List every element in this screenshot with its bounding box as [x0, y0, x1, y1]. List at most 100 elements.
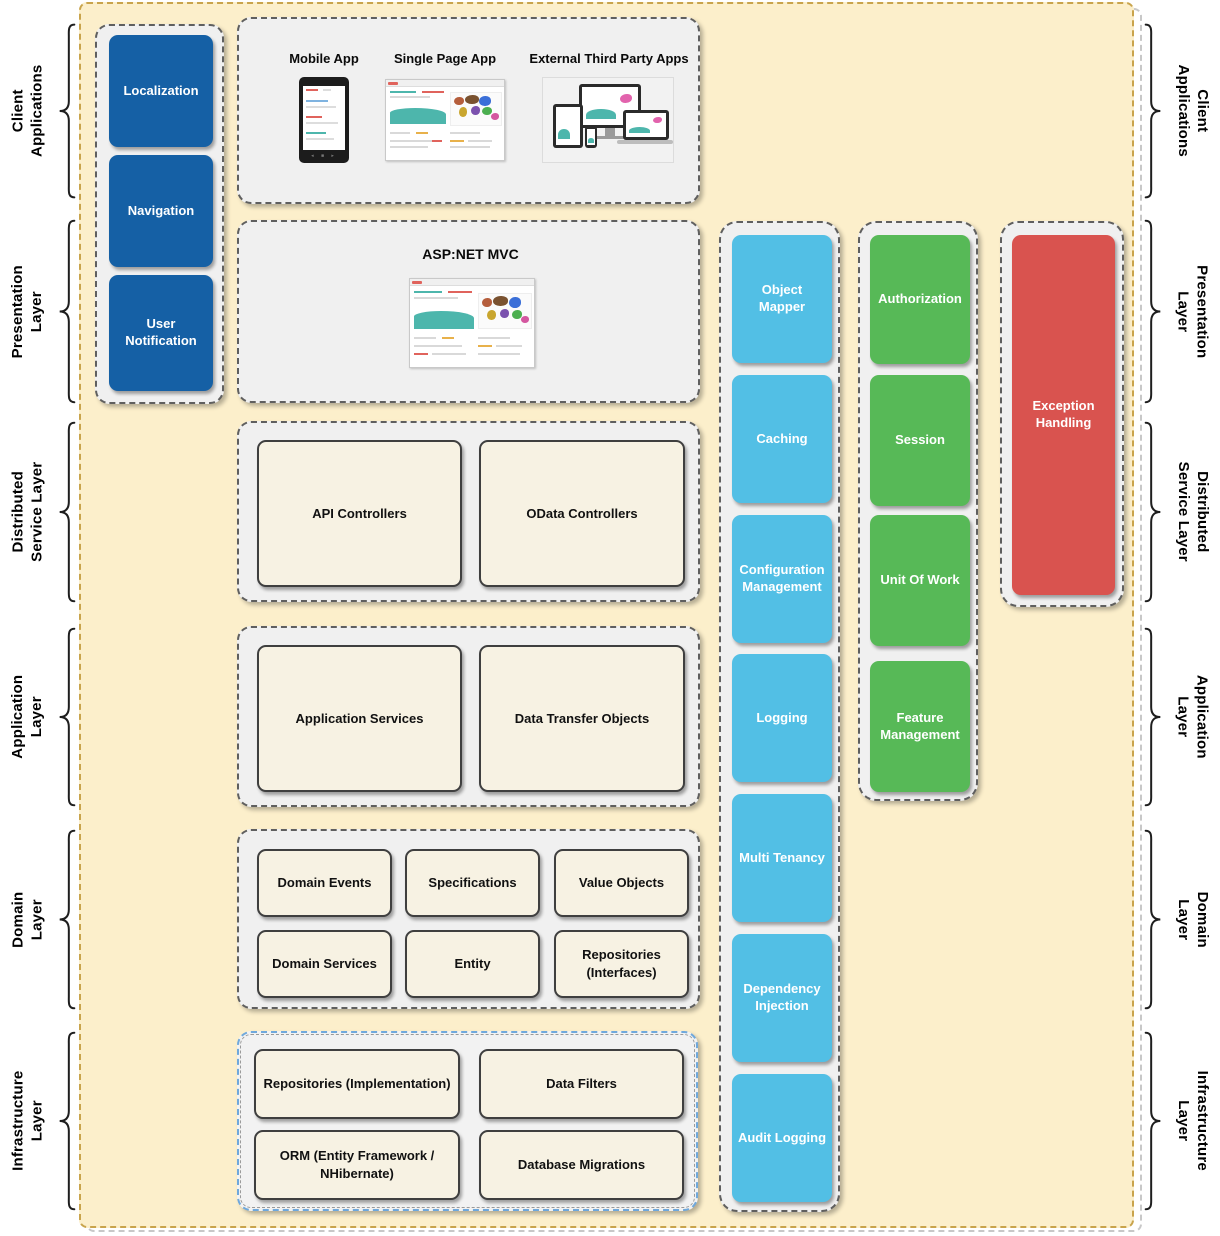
application-layer-panel: Application Services Data Transfer Objec…	[237, 626, 700, 807]
layer-label-line: Layer	[1175, 1100, 1193, 1142]
mobile-app-screenshot: ◂ ■ ▸	[299, 77, 349, 163]
box-object-mapper: Object Mapper	[732, 235, 832, 363]
left-brace-distributed-service-layer	[56, 420, 78, 604]
phone-nav-dots: ◂ ■ ▸	[311, 153, 337, 159]
layer-label-line: Service Layer	[1175, 461, 1192, 563]
box-api-controllers: API Controllers	[257, 440, 462, 587]
box-label: Audit Logging	[737, 1129, 827, 1145]
layer-label-line: Application	[9, 675, 27, 759]
box-label: OData Controllers	[526, 505, 638, 521]
box-logging: Logging	[732, 654, 832, 782]
left-brace-presentation-layer	[56, 218, 78, 405]
mobile-app-label: Mobile App	[289, 51, 359, 66]
box-label: Entity	[454, 956, 491, 972]
box-audit-logging: Audit Logging	[732, 1074, 832, 1202]
tablet	[553, 104, 583, 148]
layer-label-line: Distributed	[9, 471, 27, 553]
box-label: Data Filters	[546, 1076, 617, 1092]
layer-label-line: Service Layer	[28, 461, 45, 563]
box-label: Configuration Management	[739, 562, 825, 594]
box-label: Logging	[756, 709, 808, 725]
layer-label-line: Client	[9, 89, 27, 133]
box-authorization: Authorization	[870, 235, 970, 364]
browser-toolbar	[410, 279, 534, 286]
box-domain-events: Domain Events	[257, 849, 392, 917]
box-specifications: Specifications	[405, 849, 540, 917]
client-applications-panel: Mobile App Single Page App External Thir…	[237, 17, 700, 204]
left-brace-client-applications	[56, 22, 78, 200]
box-exception-handling: Exception Handling	[1012, 235, 1115, 595]
box-repositories-implementation: Repositories (Implementation)	[254, 1049, 460, 1119]
layer-label-line: Applications	[28, 64, 46, 158]
box-label: Specifications	[428, 875, 517, 891]
box-label: User Notification	[125, 316, 197, 348]
layer-label-line: Layer	[1175, 696, 1192, 738]
external-apps-label: External Third Party Apps	[529, 51, 689, 66]
area-chart	[414, 311, 474, 329]
external-apps-screenshot	[542, 77, 674, 163]
laptop	[623, 110, 669, 140]
layer-label-line: Applications	[1175, 64, 1193, 158]
box-domain-services: Domain Services	[257, 930, 392, 998]
single-page-app-screenshot	[385, 79, 505, 161]
box-repositories-interfaces: Repositories (Interfaces)	[554, 930, 689, 998]
box-label: API Controllers	[312, 505, 407, 521]
right-brace-domain-layer	[1142, 828, 1164, 1011]
browser-toolbar	[386, 80, 504, 87]
cross-cutting-panel: Object Mapper Caching Configuration Mana…	[719, 221, 840, 1212]
right-brace-application-layer	[1142, 626, 1164, 808]
aspnet-mvc-title: ASP:NET MVC	[422, 246, 519, 262]
box-session: Session	[870, 375, 970, 506]
box-caching: Caching	[732, 375, 832, 503]
layer-label-line: Application	[1193, 675, 1211, 759]
box-label: Caching	[756, 430, 808, 446]
box-configuration-management: Configuration Management	[732, 515, 832, 643]
box-label: Object Mapper	[758, 282, 806, 314]
box-label: Application Services	[295, 710, 424, 726]
world-map	[478, 293, 532, 329]
layer-label-line: Layer	[28, 898, 45, 941]
box-localization: Localization	[109, 35, 213, 147]
box-application-services: Application Services	[257, 645, 462, 792]
box-unit-of-work: Unit Of Work	[870, 515, 970, 646]
box-entity: Entity	[405, 930, 540, 998]
box-label: Repositories (Implementation)	[263, 1076, 451, 1092]
single-page-app-label: Single Page App	[393, 51, 497, 66]
box-orm: ORM (Entity Framework / NHibernate)	[254, 1130, 460, 1200]
right-brace-client-applications	[1142, 22, 1164, 200]
exception-handling-panel: Exception Handling	[1000, 221, 1124, 607]
box-multi-tenancy: Multi Tenancy	[732, 794, 832, 922]
box-label: Authorization	[878, 291, 962, 307]
domain-layer-panel: Domain Events Specifications Value Objec…	[237, 829, 700, 1009]
box-database-migrations: Database Migrations	[479, 1130, 684, 1200]
box-label: Value Objects	[578, 875, 665, 891]
box-label: Data Transfer Objects	[514, 710, 650, 726]
smartphone	[585, 126, 597, 148]
left-brace-infrastructure-layer	[56, 1030, 78, 1212]
modules-panel: Authorization Session Unit Of Work Featu…	[858, 221, 978, 801]
layer-label-line: Presentation	[9, 264, 27, 359]
left-brace-application-layer	[56, 626, 78, 808]
box-label: Feature Management	[880, 709, 960, 742]
layer-label-line: Domain	[9, 891, 27, 948]
box-feature-management: Feature Management	[870, 661, 970, 792]
box-dependency-injection: Dependency Injection	[732, 934, 832, 1062]
box-label: Database Migrations	[517, 1157, 646, 1173]
box-label: Session	[895, 432, 945, 448]
box-label: ORM (Entity Framework / NHibernate)	[279, 1148, 435, 1181]
phone-screen	[303, 86, 345, 150]
area-chart	[390, 108, 446, 124]
layer-label-line: Layer	[28, 290, 46, 333]
aspnet-mvc-screenshot	[409, 278, 535, 368]
box-label: Multi Tenancy	[739, 849, 825, 865]
box-label: Exception Handling	[1032, 398, 1095, 430]
distributed-service-panel: API Controllers OData Controllers	[237, 421, 700, 602]
